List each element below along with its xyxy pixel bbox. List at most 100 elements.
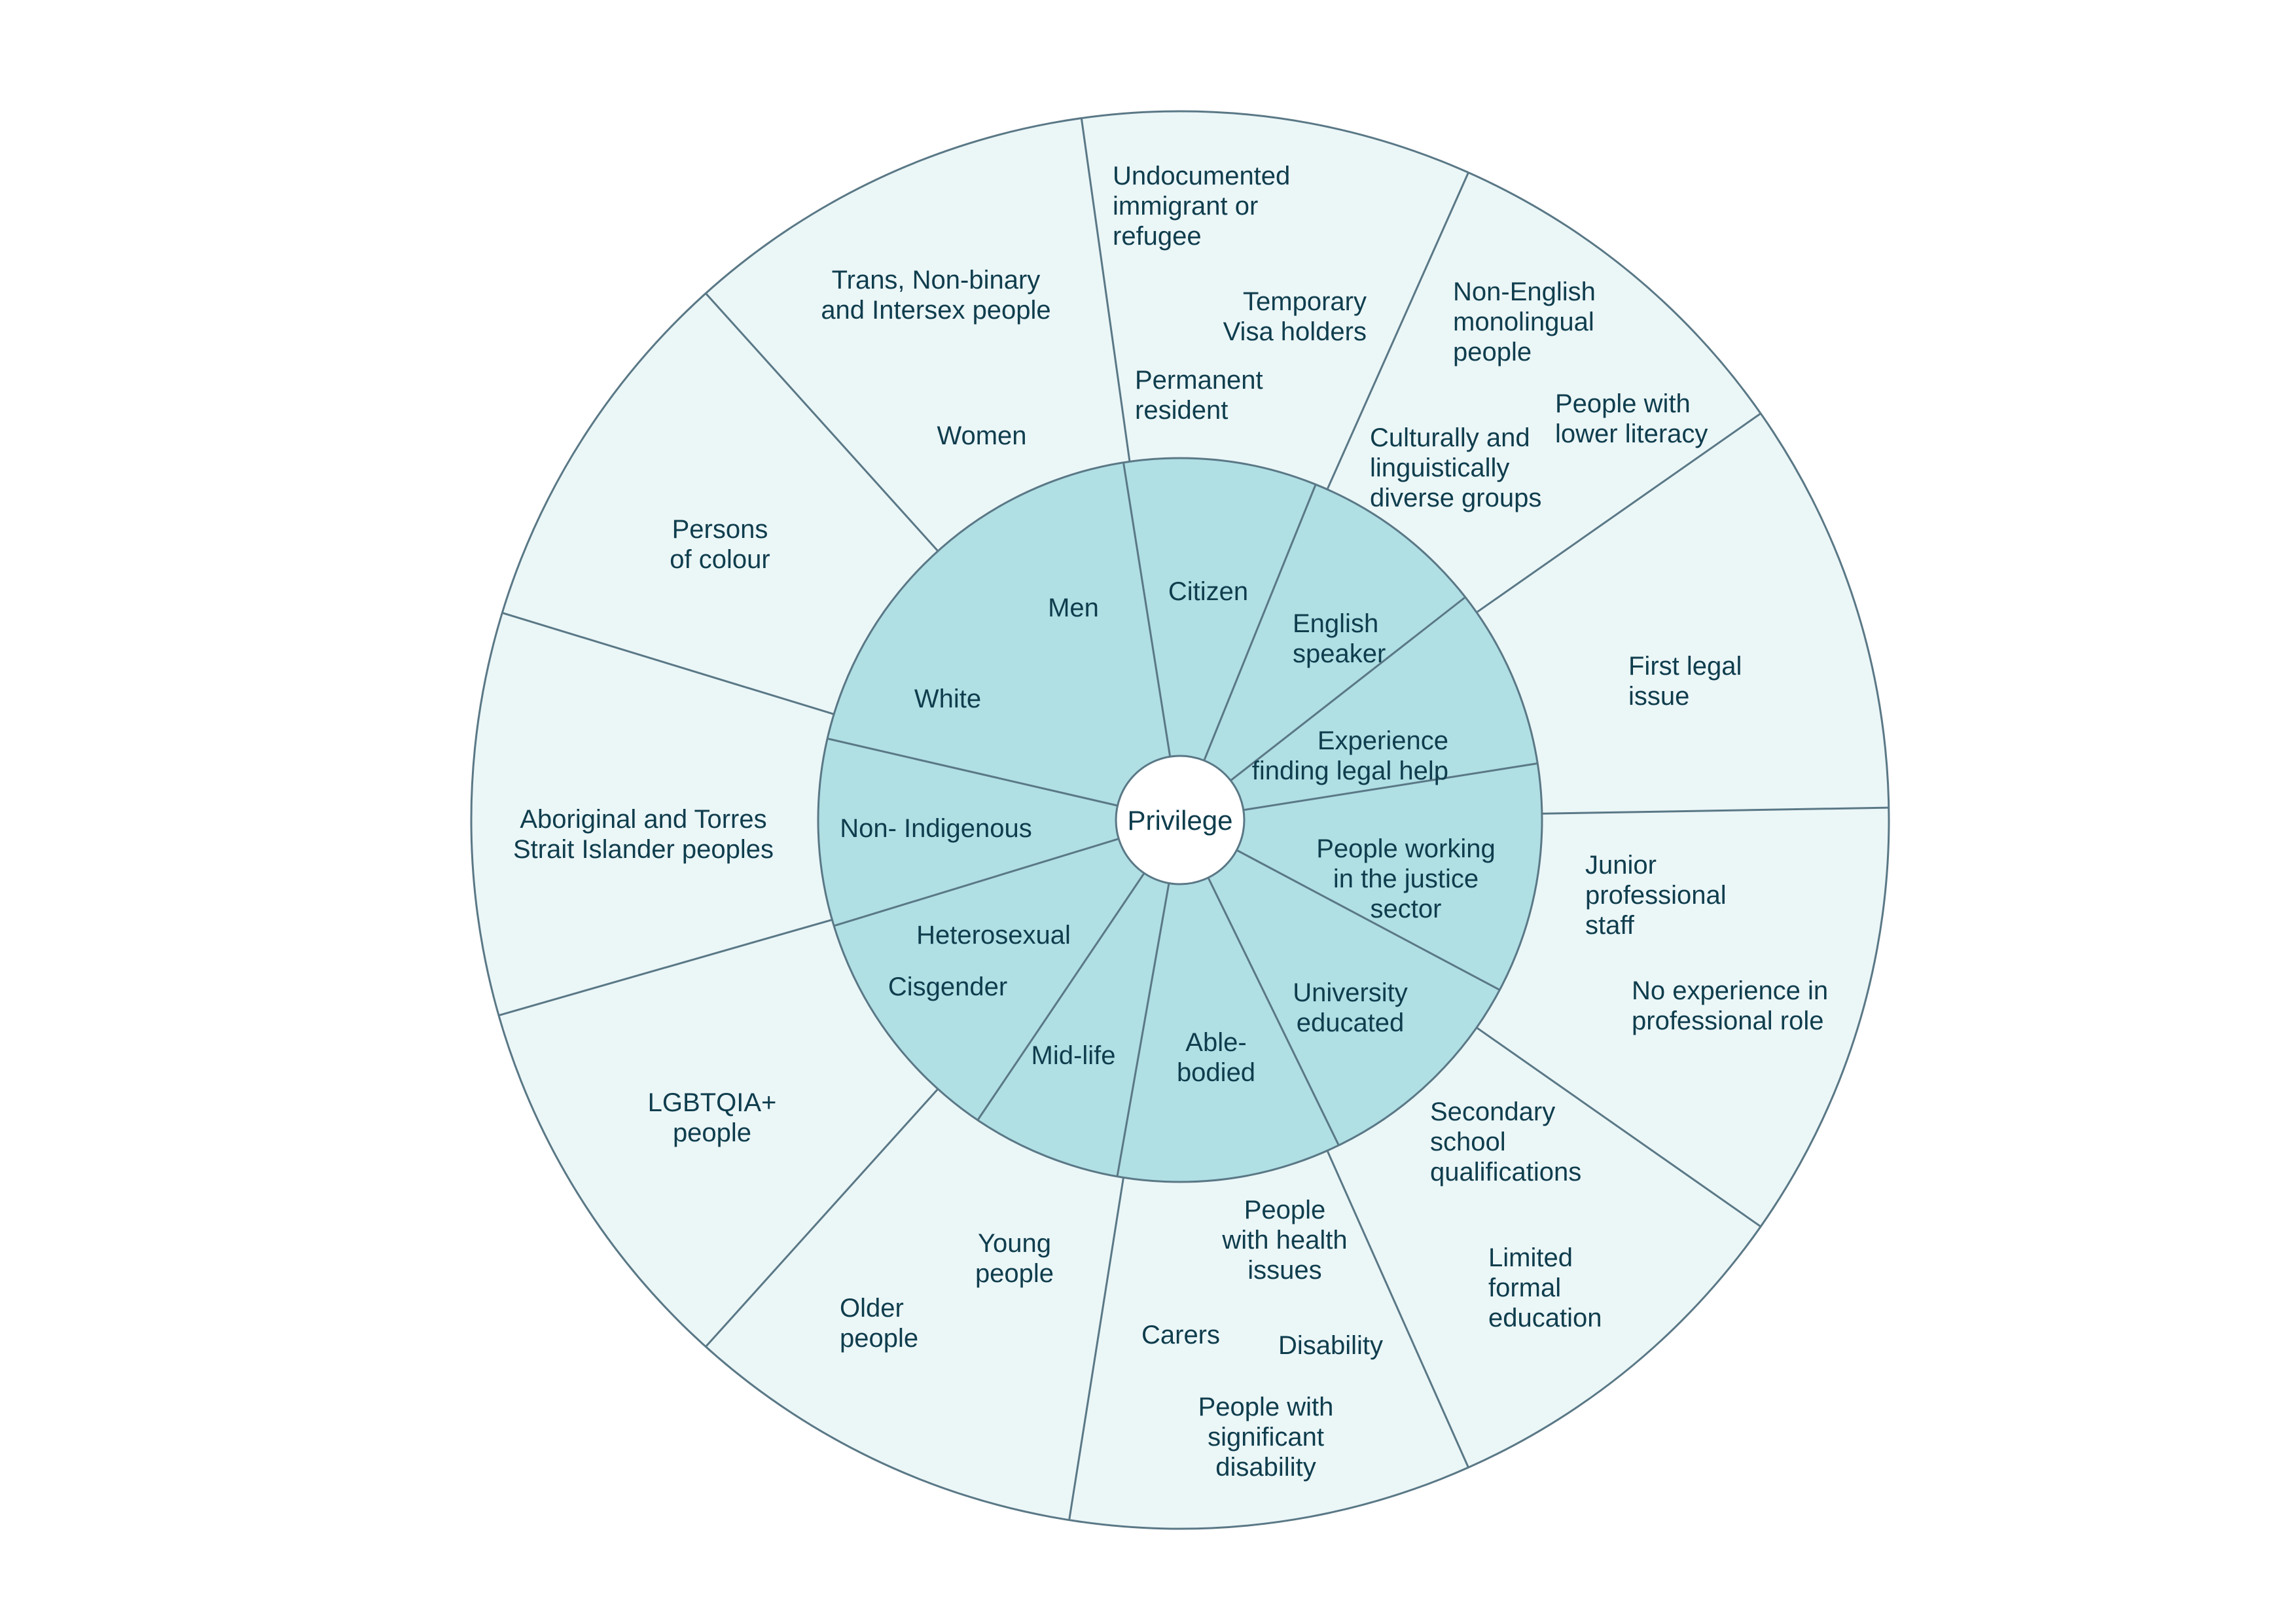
- label-aboriginal-torres-strait-line-1: Aboriginal and Torres: [520, 805, 766, 834]
- outer-divider-1: [1080, 118, 1131, 462]
- label-trans-nonbinary-intersex-line-2: and Intersex people: [821, 296, 1050, 325]
- label-young-people-line-2: people: [975, 1259, 1054, 1288]
- label-health-issues-line-1: People: [1244, 1196, 1326, 1224]
- label-significant-disability-line-3: disability: [1215, 1453, 1316, 1482]
- label-white-line-1: White: [914, 685, 981, 713]
- label-secondary-school-line-1: Secondary: [1430, 1097, 1555, 1126]
- label-health-issues-line-3: issues: [1247, 1256, 1321, 1285]
- inner-divider-8: [977, 872, 1145, 1121]
- label-significant-disability-line-1: People with: [1198, 1393, 1334, 1421]
- label-permanent-resident-line-2: resident: [1135, 396, 1228, 425]
- label-mid-life-line-1: Mid-life: [1031, 1041, 1116, 1070]
- label-undocumented-immigrant-line-3: refugee: [1113, 222, 1202, 251]
- label-white: White: [914, 685, 981, 713]
- label-culturally-linguistically-diverse-line-1: Culturally and: [1370, 423, 1530, 452]
- label-disability-line-1: Disability: [1278, 1331, 1383, 1360]
- label-junior-professional-line-1: Junior: [1585, 851, 1657, 880]
- label-university-educated-line-2: educated: [1297, 1008, 1405, 1037]
- label-non-indigenous-line-1: Non- Indigenous: [840, 814, 1032, 843]
- label-limited-formal-education-line-2: formal: [1488, 1274, 1561, 1302]
- label-citizen: Citizen: [1168, 577, 1248, 606]
- inner-divider-2: [1203, 484, 1317, 761]
- label-limited-formal-education-line-3: education: [1488, 1304, 1602, 1332]
- label-experience-finding-legal-help-line-1: Experience: [1318, 726, 1448, 755]
- label-culturally-linguistically-diverse-line-3: diverse groups: [1370, 484, 1541, 512]
- label-older-people-line-1: Older: [840, 1294, 904, 1323]
- label-first-legal-issue-line-1: First legal: [1628, 652, 1742, 681]
- outer-divider-4: [1541, 806, 1889, 815]
- outer-divider-8: [705, 1088, 939, 1347]
- center-label: Privilege: [1127, 805, 1232, 836]
- label-women-line-1: Women: [937, 421, 1026, 450]
- inner-divider-9: [833, 838, 1119, 927]
- label-lgbtqia-line-1: LGBTQIA+: [648, 1088, 777, 1117]
- label-carers-line-1: Carers: [1141, 1321, 1220, 1349]
- label-women: Women: [937, 421, 1026, 450]
- inner-divider-5: [1236, 849, 1501, 991]
- label-no-experience-professional-line-1: No experience in: [1632, 976, 1828, 1005]
- label-non-english-monolingual-line-2: monolingual: [1453, 308, 1594, 336]
- label-people-working-justice-line-2: in the justice: [1333, 865, 1479, 893]
- outer-divider-5: [1476, 1026, 1761, 1228]
- inner-divider-3: [1230, 596, 1466, 781]
- label-cisgender-line-1: Cisgender: [888, 972, 1007, 1001]
- outer-divider-7: [1068, 1177, 1124, 1520]
- outer-divider-11: [705, 293, 939, 552]
- label-heterosexual: Heterosexual: [916, 921, 1071, 950]
- label-able-bodied-line-2: bodied: [1177, 1058, 1255, 1087]
- label-undocumented-immigrant-line-1: Undocumented: [1113, 162, 1290, 190]
- label-people-working-justice-line-3: sector: [1371, 895, 1442, 923]
- label-non-indigenous: Non- Indigenous: [840, 814, 1032, 843]
- label-temporary-visa-line-1: Temporary: [1243, 287, 1367, 316]
- label-non-english-monolingual-line-3: people: [1453, 338, 1532, 366]
- label-undocumented-immigrant-line-2: immigrant or: [1113, 192, 1258, 221]
- label-citizen-line-1: Citizen: [1168, 577, 1248, 606]
- inner-divider-6: [1207, 877, 1340, 1146]
- label-no-experience-professional-line-2: professional role: [1632, 1007, 1824, 1035]
- label-men-line-1: Men: [1048, 594, 1099, 622]
- label-men: Men: [1048, 594, 1099, 622]
- label-trans-nonbinary-intersex-line-1: Trans, Non-binary: [832, 266, 1041, 294]
- label-limited-formal-education-line-1: Limited: [1488, 1243, 1573, 1272]
- label-university-educated-line-1: University: [1293, 978, 1408, 1007]
- label-permanent-resident-line-1: Permanent: [1135, 366, 1263, 395]
- label-english-speaker-line-2: speaker: [1293, 639, 1386, 668]
- label-culturally-linguistically-diverse-line-2: linguistically: [1370, 454, 1509, 482]
- label-older-people-line-2: people: [840, 1324, 918, 1353]
- outer-divider-2: [1326, 171, 1469, 490]
- label-able-bodied-line-1: Able-: [1185, 1028, 1246, 1057]
- outer-divider-6: [1326, 1150, 1469, 1469]
- label-mid-life: Mid-life: [1031, 1041, 1116, 1070]
- label-health-issues-line-2: with health: [1221, 1226, 1347, 1255]
- label-able-bodied: Able-bodied: [1177, 1028, 1255, 1087]
- inner-ring-dividers: [827, 462, 1538, 1177]
- label-non-english-monolingual-line-1: Non-English: [1453, 277, 1596, 306]
- label-lgbtqia: LGBTQIA+people: [648, 1088, 777, 1147]
- label-lgbtqia-line-2: people: [673, 1118, 751, 1147]
- outer-ring-dividers: [498, 118, 1889, 1520]
- label-young-people-line-1: Young: [978, 1229, 1051, 1258]
- label-temporary-visa-line-2: Visa holders: [1223, 317, 1367, 346]
- label-secondary-school-line-2: school: [1430, 1128, 1506, 1156]
- outer-divider-9: [498, 918, 833, 1016]
- outer-divider-10: [501, 611, 834, 715]
- label-aboriginal-torres-strait-line-2: Strait Islander peoples: [513, 835, 774, 864]
- label-people-working-justice-line-1: People working: [1316, 834, 1496, 863]
